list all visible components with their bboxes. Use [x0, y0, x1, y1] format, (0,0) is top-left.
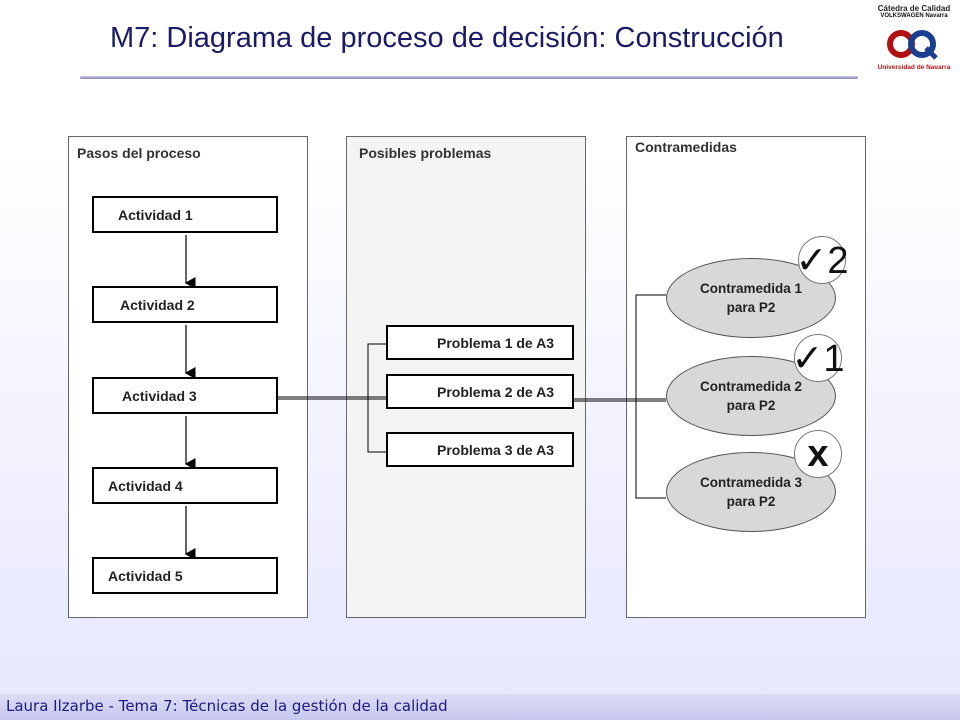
- slide-title: M7: Diagrama de proceso de decisión: Con…: [110, 22, 784, 54]
- catedra-logo: Cátedra de Calidad VOLKSWAGEN Navarra Un…: [868, 4, 956, 74]
- actividad-2-box: Actividad 2: [92, 286, 278, 323]
- problema-3-box: Problema 3 de A3: [386, 432, 574, 467]
- problem-bracket: [367, 343, 386, 453]
- contramedida-3-line1: Contramedida 3: [699, 475, 803, 490]
- logo-line-1: Cátedra de Calidad: [877, 4, 951, 13]
- footer-bar: Laura Ilzarbe - Tema 7: Técnicas de la g…: [0, 694, 960, 720]
- problema-1-box: Problema 1 de A3: [386, 325, 574, 360]
- panel-title-problemas: Posibles problemas: [359, 145, 492, 161]
- actividad-3-box: Actividad 3: [92, 377, 278, 414]
- logo-mark-icon: [887, 30, 938, 60]
- actividad-1-box: Actividad 1: [92, 196, 278, 233]
- actividad-5-box: Actividad 5: [92, 557, 278, 594]
- contramedida-1-line2: para P2: [726, 300, 776, 315]
- contramedida-2-line1: Contramedida 2: [699, 379, 803, 394]
- panel-title-contramedidas: Contramedidas: [635, 139, 737, 155]
- logo-line-2: VOLKSWAGEN Navarra: [880, 13, 948, 19]
- contramedida-1-line1: Contramedida 1: [699, 281, 803, 296]
- problema-2-box: Problema 2 de A3: [386, 374, 574, 409]
- check-rank-2-badge: ✓2: [796, 236, 849, 284]
- logo-university: Universidad de Navarra: [877, 64, 951, 71]
- actividad-4-box: Actividad 4: [92, 467, 278, 504]
- title-divider: [80, 76, 858, 79]
- reject-x-badge: x: [794, 430, 842, 478]
- check-rank-1-badge: ✓1: [792, 334, 845, 382]
- footer-text: Laura Ilzarbe - Tema 7: Técnicas de la g…: [6, 697, 448, 715]
- contramedida-3-line2: para P2: [726, 494, 776, 509]
- panel-title-pasos: Pasos del proceso: [77, 145, 201, 161]
- contramedida-bracket: [635, 294, 666, 499]
- contramedida-2-line2: para P2: [726, 398, 776, 413]
